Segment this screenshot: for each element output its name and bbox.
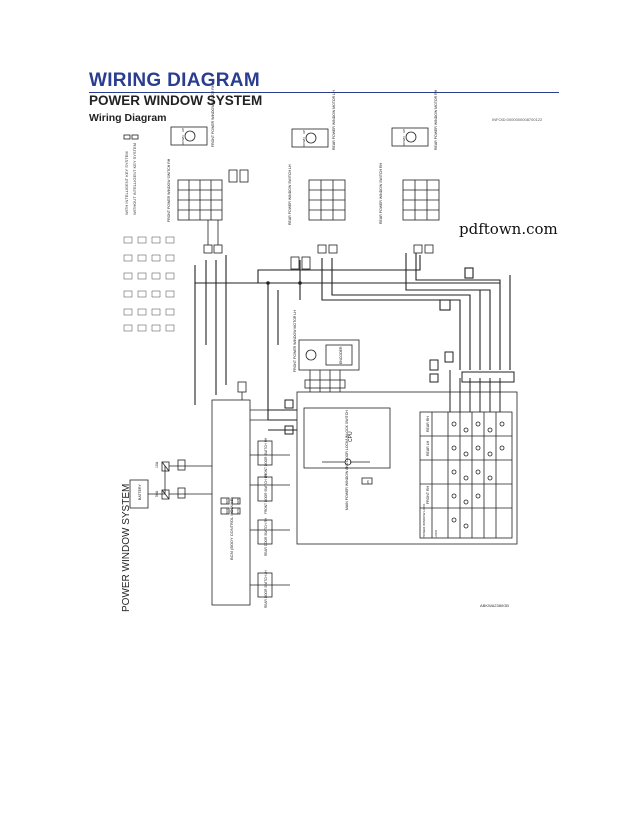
door-switch-3: REAR DOOR SWITCH RH (264, 517, 268, 556)
legend-with-key: WITH INTELLIGENT KEY SYSTEM (124, 151, 129, 215)
bcm-conn-1: M65 (225, 498, 229, 504)
legend-without-key: WITHOUT INTELLIGENT KEY SYSTEM (132, 143, 137, 215)
motor-label-2: REAR POWER WINDOW MOTOR LH (332, 90, 336, 150)
battery-label: BATTERY (138, 484, 142, 500)
up-label-1: UP (181, 128, 185, 132)
switch-label-2: REAR POWER WINDOW SWITCH LH (288, 164, 292, 225)
main-switch-block: CPU MAIN POWER WINDOW AND DOOR LOCK/UNLO… (296, 391, 518, 545)
driver-motor: ENCODER FRONT POWER WINDOW MOTOR LH (293, 310, 360, 392)
side-title: POWER WINDOW SYSTEM (121, 484, 132, 612)
bcm-conn-3: M69 (225, 508, 229, 514)
legend-box-1 (123, 134, 131, 140)
down-label-2: DOWN (302, 138, 306, 148)
page-title: WIRING DIAGRAM (89, 70, 260, 91)
motor-label-1: FRONT POWER WINDOW MOTOR RH (211, 84, 215, 147)
matrix-row-1: REAR RH (426, 416, 430, 432)
down-label-1: DOWN (181, 136, 185, 146)
matrix-row-2: REAR LH (426, 440, 430, 456)
watermark: pdftown.com (459, 220, 558, 238)
bus-wires (194, 253, 511, 420)
switch-label-3: REAR POWER WINDOW SWITCH RH (379, 162, 383, 224)
main-switch-label: MAIN POWER WINDOW AND DOOR LOCK/UNLOCK S… (345, 410, 349, 510)
cpu-label: CPU (348, 431, 354, 442)
matrix-row-4: POWER WINDOW LOCK (422, 504, 426, 538)
legend-box-2 (131, 134, 139, 140)
up-label-2: UP (302, 130, 306, 134)
encoder-label: ENCODER (339, 346, 343, 364)
matrix-row-5: LOCK (434, 530, 438, 538)
bcm-label: BCM (BODY CONTROL MODULE) (229, 497, 234, 560)
switch-front-rh: FRONT POWER WINDOW MOTOR RH FRONT POWER … (167, 84, 249, 254)
switch-rear-rh: REAR POWER WINDOW MOTOR RH REAR POWER WI… (379, 89, 440, 254)
door-switch-4: REAR DOOR SWITCH LH (264, 570, 268, 608)
motor-label-3: REAR POWER WINDOW MOTOR RH (434, 89, 438, 150)
bcm-conn-2: M68 (236, 498, 240, 504)
matrix-row-3: FRONT RH (426, 486, 430, 504)
matrix-contacts (451, 421, 505, 529)
door-switch-2: FRONT DOOR SWITCH LH (264, 474, 268, 514)
title-rule (89, 92, 559, 93)
fuse-2: 50A (155, 490, 159, 497)
switch-label-1: FRONT POWER WINDOW SWITCH RH (167, 158, 171, 222)
door-switch-1: FRONT DOOR SWITCH RH (264, 437, 268, 478)
battery-circuit: BATTERY 10A 50A (129, 459, 212, 509)
section-heading: Wiring Diagram (89, 112, 167, 124)
legend-pin-grid (123, 236, 175, 332)
down-label-3: DOWN (402, 137, 406, 147)
bcm-module: BCM (BODY CONTROL MODULE) M65 M68 M69 M7… (211, 381, 268, 606)
switch-rear-lh: REAR POWER WINDOW MOTOR LH REAR POWER WI… (288, 90, 346, 270)
doc-id: INFOID:0000000008700122 (492, 117, 543, 122)
fuse-1: 10A (155, 461, 159, 468)
up-label-3: UP (402, 129, 406, 133)
page-subtitle: POWER WINDOW SYSTEM (89, 93, 263, 108)
diagram-code: ABKWA2380GB (480, 603, 509, 608)
driver-motor-label: FRONT POWER WINDOW MOTOR LH (293, 310, 297, 372)
bcm-conn-4: M70 (236, 508, 240, 514)
door-switches: FRONT DOOR SWITCH RH FRONT DOOR SWITCH L… (250, 437, 290, 608)
main-conn: D5 (366, 480, 370, 484)
